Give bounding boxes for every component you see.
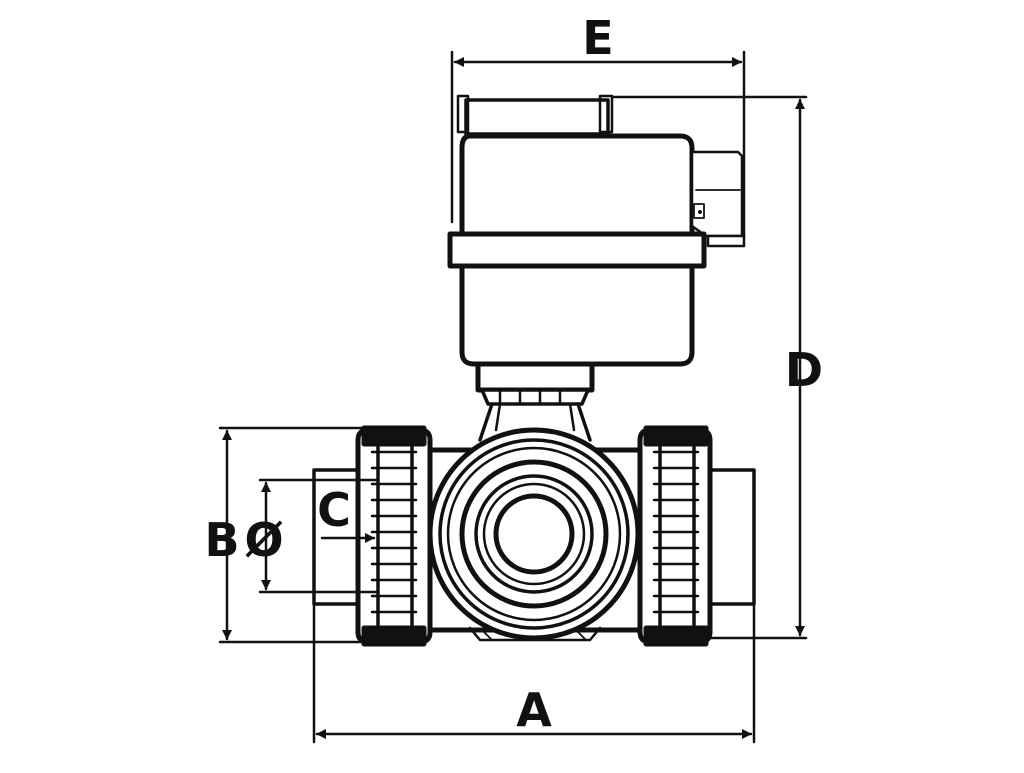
cable-connector bbox=[690, 150, 746, 248]
actuator-lower-body bbox=[459, 263, 695, 367]
actuator-upper-body bbox=[459, 133, 695, 237]
actuator-band bbox=[447, 231, 707, 269]
union-nut-right bbox=[637, 425, 713, 647]
dimension-label-b: B bbox=[204, 513, 239, 567]
dimension-lines: E D A B Ø bbox=[204, 11, 823, 744]
dimension-label-a: A bbox=[516, 683, 552, 737]
dimension-d: D bbox=[610, 95, 823, 640]
dimension-c: C bbox=[317, 483, 376, 543]
dimension-label-d: D bbox=[785, 343, 823, 397]
dimension-label-c: C bbox=[317, 483, 351, 537]
actuator bbox=[447, 94, 746, 442]
actuator-top-cap bbox=[456, 94, 614, 136]
valve-body bbox=[312, 425, 756, 647]
dimension-b: B bbox=[204, 426, 366, 644]
union-nut-left bbox=[355, 425, 433, 647]
dimension-diameter: Ø bbox=[244, 478, 380, 594]
actuator-coupling bbox=[475, 361, 595, 442]
dimension-label-e: E bbox=[582, 11, 613, 65]
central-port bbox=[427, 427, 641, 641]
dimension-label-diameter: Ø bbox=[244, 513, 283, 567]
dimension-a: A bbox=[312, 602, 756, 744]
dimension-e: E bbox=[450, 11, 746, 240]
